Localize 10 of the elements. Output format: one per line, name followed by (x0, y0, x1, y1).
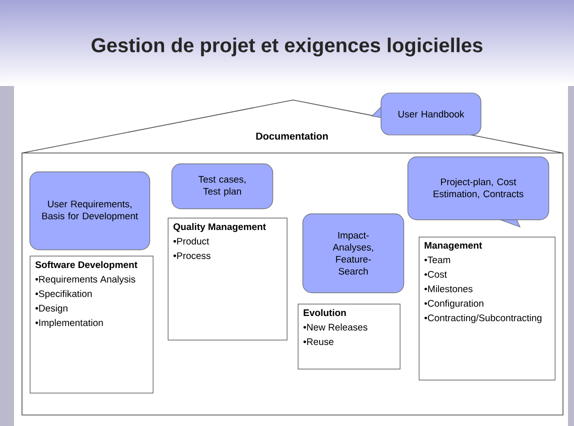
list-box: Evolution •New Releases •Reuse (298, 304, 400, 370)
rounded-box: Impact-Analyses, Feature-Search (302, 214, 404, 294)
list-box: Software Development •Requirements Analysis •Specifikation •Design •Implementation (30, 256, 154, 394)
rounded-box: Test cases, Test plan (172, 164, 274, 210)
slide-title: Gestion de projet et exigences logicielles (92, 38, 482, 56)
speech-bubble: User Handbook (371, 92, 482, 136)
list-box: Quality Management •Product •Process (168, 218, 288, 340)
speech-bubble: Project-plan, Cost Estimation, Contracts (408, 156, 550, 228)
list-box: Management •Team •Cost •Milestones •Configuration •Contracting/Subcontracting (418, 236, 556, 380)
rounded-box: User Requirements, Basis for Development (30, 172, 150, 250)
